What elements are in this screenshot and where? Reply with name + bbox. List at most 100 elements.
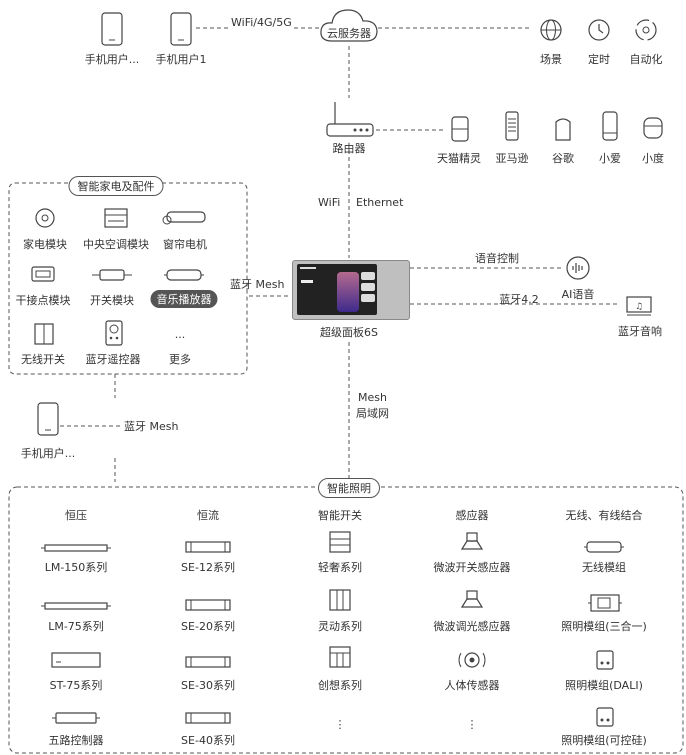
wireless-switch-icon: [34, 323, 54, 345]
switch-panel-icon: [329, 646, 351, 668]
phone-user-label: 手机用户...: [84, 53, 140, 66]
bt-mesh-phone-label: 蓝牙 Mesh: [124, 420, 179, 433]
lighting-column-header: 恒压: [65, 509, 87, 522]
xiaoai-speaker-icon: [602, 111, 618, 141]
screen-tile: [361, 272, 375, 280]
switch-module-icon: [92, 268, 132, 282]
screen-card: [337, 272, 359, 312]
curtain-motor-icon: [161, 208, 207, 226]
amazon-label: 亚马逊: [495, 152, 529, 165]
router-label: 路由器: [332, 142, 366, 155]
super-panel-device: [292, 260, 410, 320]
product-label: LM-150系列: [44, 561, 108, 574]
cloud-label: 云服务器: [327, 27, 371, 40]
panel-screen: [297, 264, 377, 315]
lighting-column-header: 无线、有线结合: [565, 509, 643, 522]
product-label: 无线模组: [582, 561, 626, 574]
ai-voice-label: AI语音: [561, 288, 595, 301]
product-label: SE-40系列: [181, 734, 235, 747]
switch-panel-icon: [329, 589, 351, 611]
lighting-module-icon: [588, 594, 622, 612]
appliance-label: 家电模块: [23, 238, 67, 251]
appliance-module-icon: [35, 208, 55, 228]
product-label: 微波开关感应器: [433, 561, 511, 574]
controller-icon: [52, 711, 100, 725]
cc-driver-icon: [183, 712, 233, 724]
product-label: 五路控制器: [48, 734, 104, 747]
music-player-icon: [164, 268, 204, 282]
google-label: 谷歌: [552, 152, 574, 165]
panel-label: 超级面板6S: [320, 326, 378, 339]
phone-icon: [170, 12, 192, 46]
ethernet-label: Ethernet: [356, 196, 404, 209]
cc-driver-icon: [183, 599, 233, 611]
smart-speaker-icon: [451, 116, 469, 142]
product-label: 灵动系列: [318, 620, 362, 633]
triac-module-icon: [596, 707, 614, 727]
more-dots-icon: ⋮: [466, 718, 478, 731]
cc-driver-icon: [183, 656, 233, 668]
product-label: ST-75系列: [49, 679, 103, 692]
globe-icon: [539, 18, 563, 42]
product-label: SE-30系列: [181, 679, 235, 692]
appliance-label: 中央空调模块: [83, 238, 149, 251]
product-label: 轻奢系列: [318, 561, 362, 574]
product-label: 创想系列: [318, 679, 362, 692]
wireless-module-icon: [584, 540, 624, 554]
bt-mesh-label: 蓝牙 Mesh: [230, 278, 285, 291]
appliance-label: 更多: [169, 353, 191, 366]
lighting-column-header: 恒流: [197, 509, 219, 522]
bluetooth-speaker-icon: ♫: [626, 296, 652, 316]
lighting-column-header: 感应器: [455, 509, 489, 522]
phone-user-label: 手机用户1: [155, 53, 207, 66]
sensor-icon: [461, 589, 483, 611]
screen-time: [301, 280, 313, 283]
tmall-label: 天猫精灵: [437, 152, 481, 165]
voice-control-label: 语音控制: [475, 252, 519, 265]
bt-speaker-label: 蓝牙音响: [618, 325, 662, 338]
automation-label: 自动化: [629, 53, 663, 66]
appliance-label: 窗帘电机: [163, 238, 207, 251]
lan-label: 局域网: [356, 407, 389, 420]
screen-tile: [361, 294, 375, 302]
phone-icon: [101, 12, 123, 46]
power-supply-icon: [51, 652, 101, 668]
product-label: 照明模组(三合一): [561, 620, 647, 633]
network-label: WiFi/4G/5G: [229, 16, 294, 29]
xiaodu-speaker-icon: [643, 116, 663, 140]
xiaoai-label: 小爱: [599, 152, 621, 165]
google-speaker-icon: [553, 116, 573, 142]
lighting-title: 智能照明: [318, 478, 380, 498]
product-label: 照明模组(可控硅): [561, 734, 647, 747]
echo-speaker-icon: [505, 111, 519, 141]
svg-text:♫: ♫: [635, 302, 643, 312]
appliance-label: 开关模块: [90, 294, 134, 307]
appliance-label: 无线开关: [21, 353, 65, 366]
product-label: 微波调光感应器: [433, 620, 511, 633]
ai-voice-icon: [566, 256, 590, 280]
cc-driver-icon: [183, 541, 233, 553]
xiaodu-label: 小度: [642, 152, 664, 165]
led-driver-icon: [41, 601, 111, 611]
body-sensor-icon: [456, 649, 488, 671]
dry-contact-icon: [31, 266, 55, 282]
timer-label: 定时: [588, 53, 610, 66]
product-label: SE-12系列: [181, 561, 235, 574]
product-label: 人体传感器: [444, 679, 500, 692]
led-driver-icon: [41, 543, 111, 553]
phone-user-label: 手机用户...: [20, 447, 76, 460]
product-label: SE-20系列: [181, 620, 235, 633]
music-player-label: 音乐播放器: [150, 290, 218, 308]
wifi-label: WiFi: [318, 196, 341, 209]
dali-module-icon: [596, 650, 614, 670]
more-dots-icon: ...: [174, 328, 186, 341]
ac-module-icon: [104, 208, 128, 228]
lighting-column-header: 智能开关: [318, 509, 362, 522]
router-icon: [325, 100, 375, 138]
sensor-icon: [461, 531, 483, 553]
appliance-label: 干接点模块: [15, 294, 71, 307]
remote-control-icon: [105, 320, 123, 346]
appliances-title: 智能家电及配件: [68, 176, 164, 196]
phone-icon: [37, 402, 59, 436]
screen-tile: [361, 283, 375, 291]
